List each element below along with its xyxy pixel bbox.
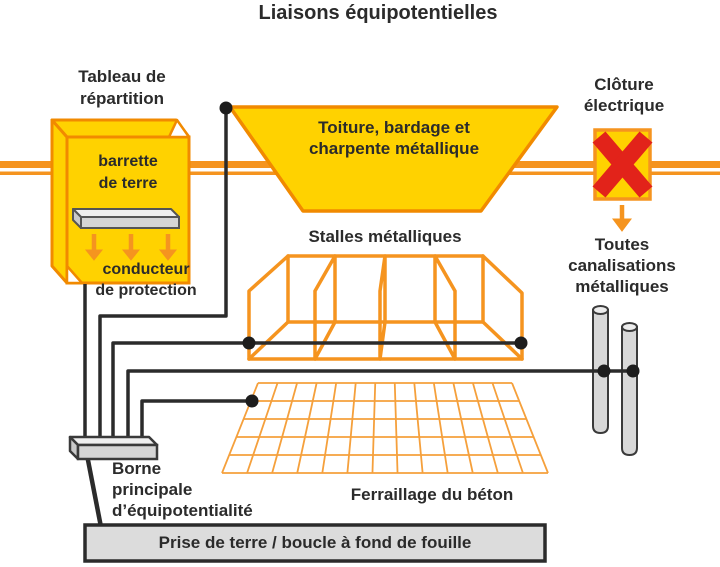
pipe-cylinder [592,305,638,457]
conductor-stalls [111,341,522,442]
down-arrow-icon [612,205,632,232]
conductor-pipes [126,369,637,442]
label-roof-cladding: Toiture, bardage et charpente métallique [308,118,480,158]
roof-cladding-shape [228,105,559,213]
conductor-roof [98,108,228,442]
label-main-terminal: Borne principale d’équipotentialité [112,459,253,520]
label-distribution-board: Tableau de répartition [78,67,166,108]
label-electric-fence: Clôture électrique [583,75,665,115]
label-metal-pipes: Toutes canalisations métalliques [568,235,676,296]
prohibition-x-icon [592,131,653,198]
label-concrete-reinforcement: Ferraillage du béton [350,485,514,504]
bonding-conductors [83,108,637,528]
label-protective-conductor: conducteur de protection [95,261,197,299]
folded-corner-bottom [65,264,84,285]
down-arrow-icon [84,234,178,261]
electric-fence-box [592,128,653,232]
conductor-earth [84,454,104,528]
earth-electrode-bar [83,523,547,563]
label-earth-bar: barrette de terre [98,153,158,192]
conductor-grid [140,399,252,442]
ferraillage-grid [221,382,549,474]
connection-node-dot [219,101,640,408]
label-metal-stalls: Stalles métalliques [308,227,462,246]
label-earth-electrode: Prise de terre / boucle à fond de fouill… [158,533,472,552]
page-title: Liaisons équipotentielles [258,2,498,24]
distribution-board-box [50,118,191,285]
earth-bar [72,208,180,229]
folded-corner-top [167,118,191,139]
main-equipotential-terminal [68,435,159,461]
